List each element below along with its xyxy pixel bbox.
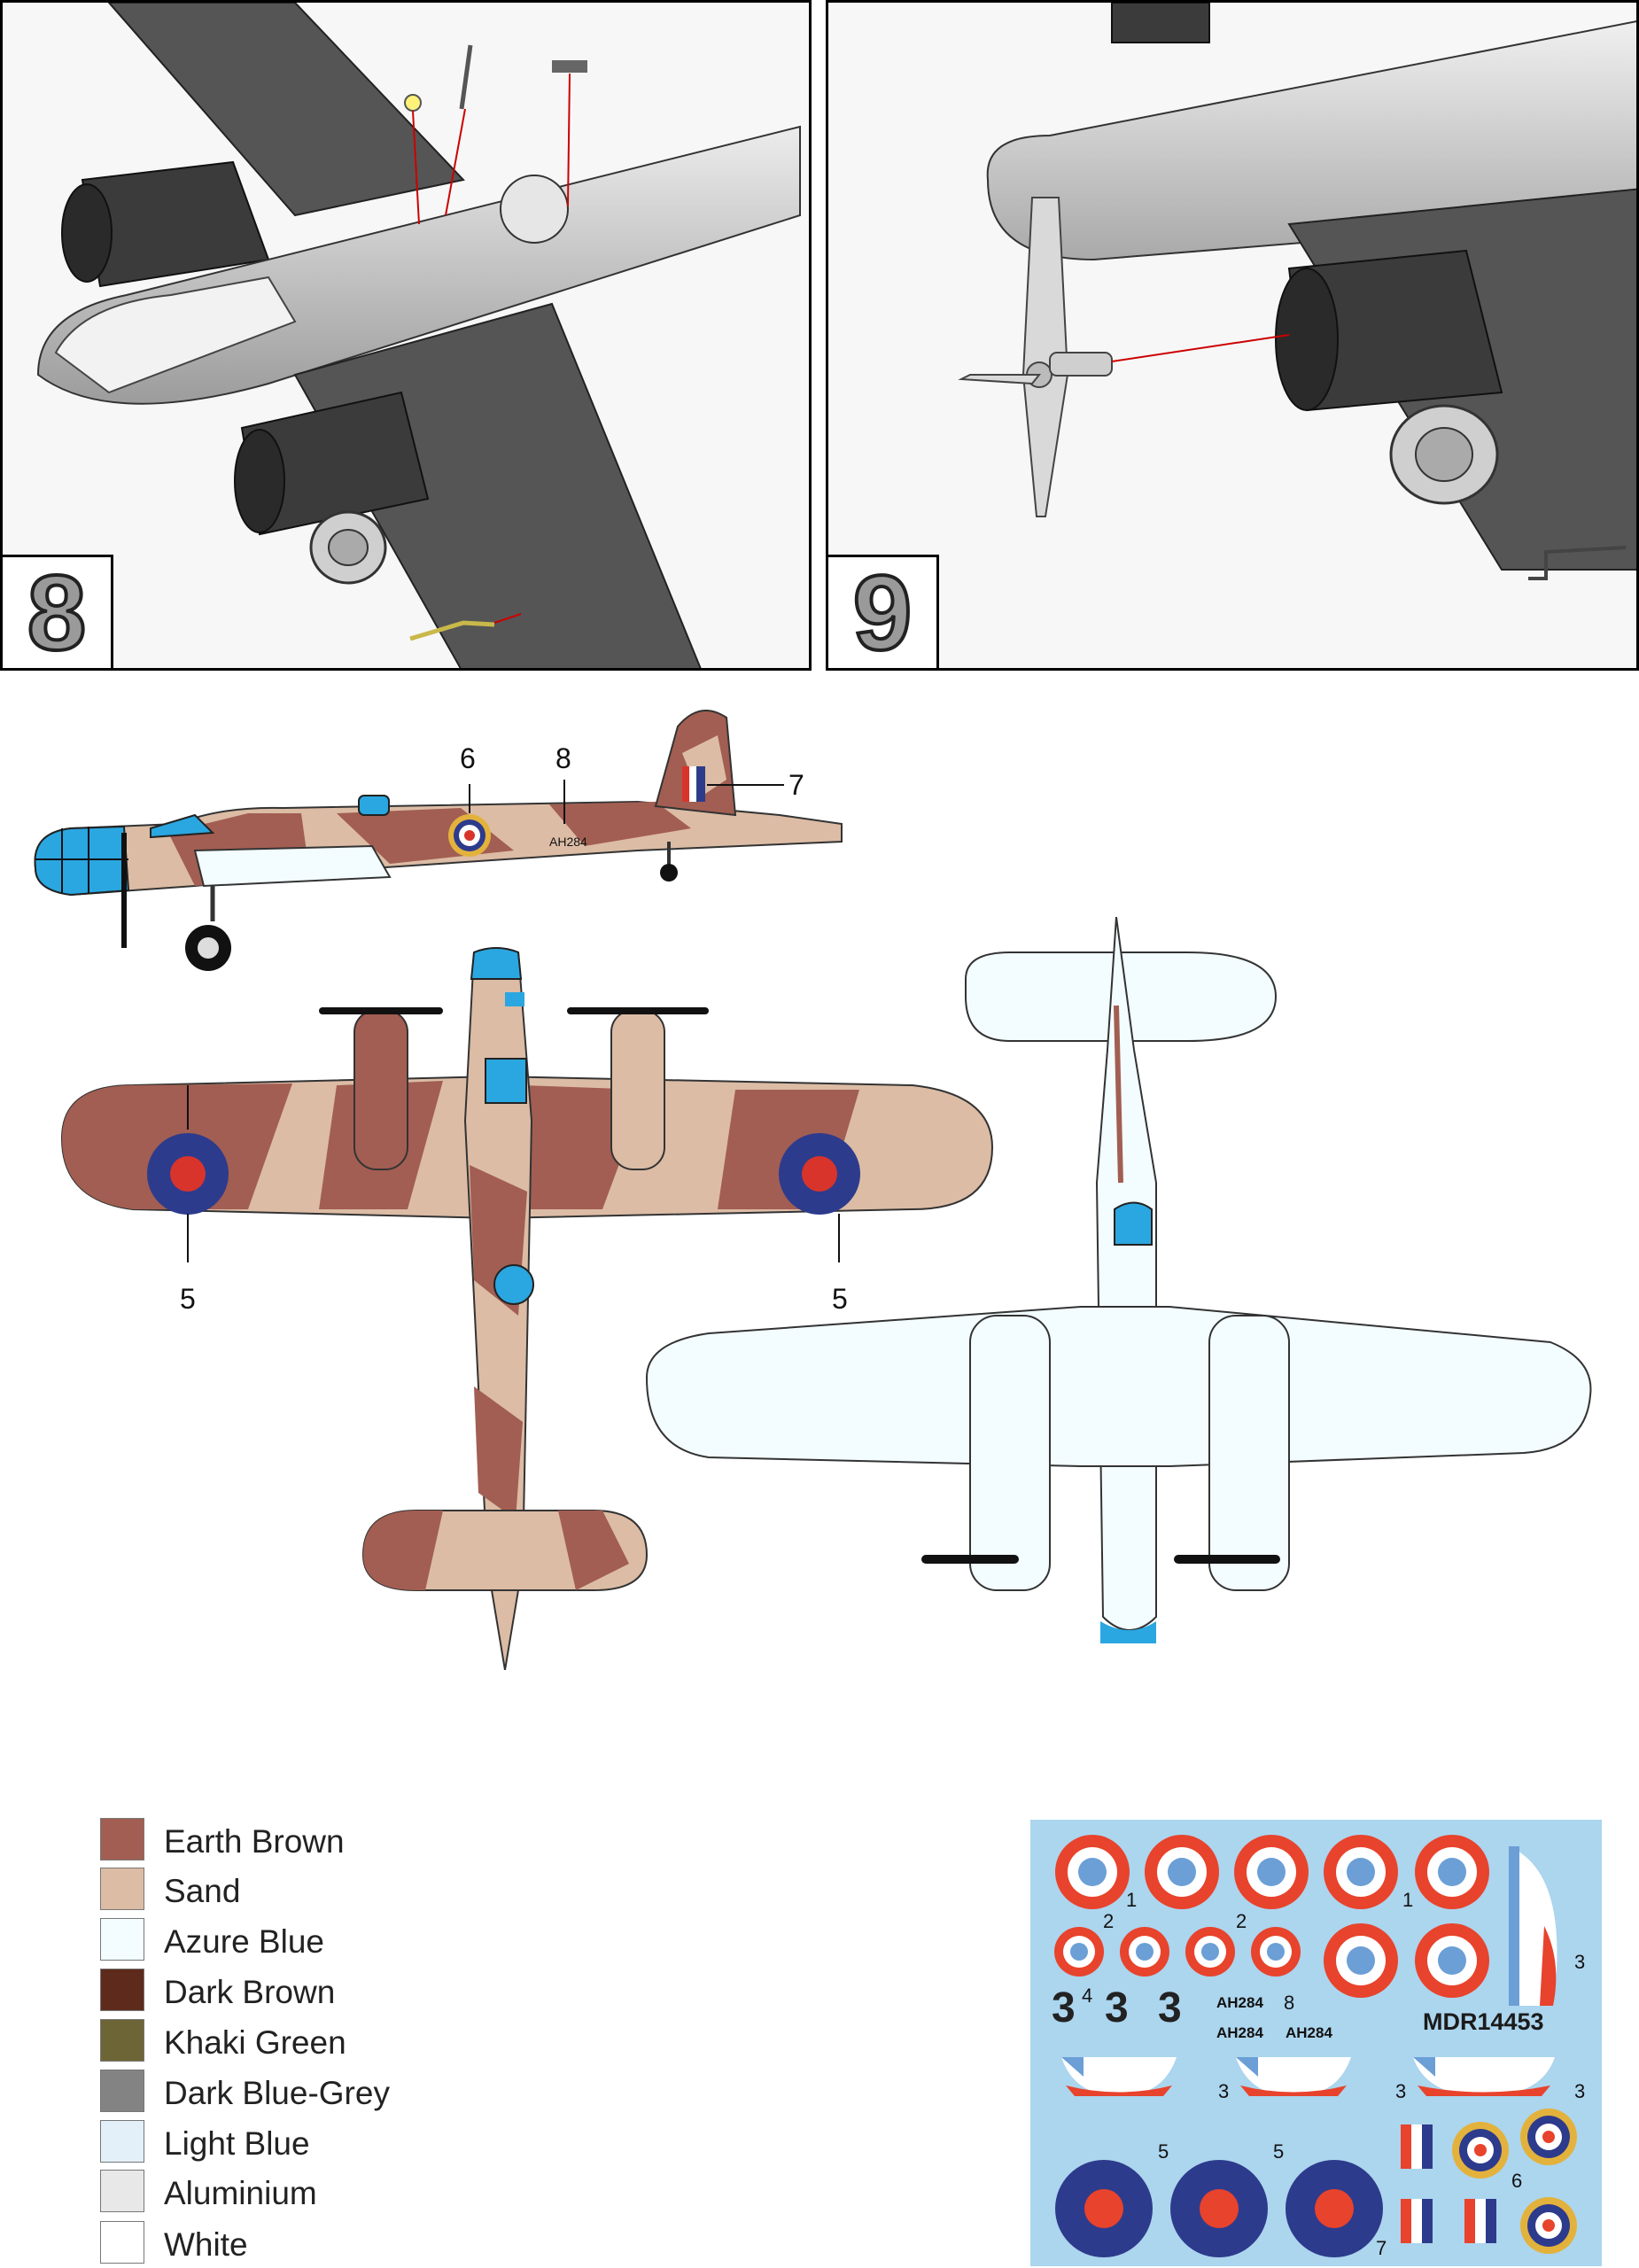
legend-label: Azure Blue	[164, 1923, 324, 1960]
bottom-view	[645, 917, 1592, 1643]
legend-label: White	[164, 2226, 248, 2263]
side-serial: AH284	[549, 835, 587, 849]
step-number-9-text: 9	[851, 553, 914, 671]
decal-num-6: 6	[1511, 2170, 1523, 2192]
side-profile-view: AH284	[34, 710, 843, 971]
legend-row-earth-brown: Earth Brown	[100, 1818, 472, 1860]
callout-side-7: 7	[788, 769, 804, 801]
decal-num-7: 7	[1376, 2237, 1387, 2259]
legend-label: Khaki Green	[164, 2024, 346, 2061]
callout-top-right-5: 5	[832, 1283, 848, 1315]
top-view	[60, 947, 994, 1670]
decal-product-code: MDR14453	[1423, 2008, 1544, 2035]
decal-num-1b: 1	[1402, 1889, 1414, 1911]
decal-artwork	[1054, 1835, 1577, 2257]
swatch-sand	[100, 1868, 144, 1910]
decal-num-3a: 3	[1574, 1951, 1586, 1973]
legend-label: Dark Blue-Grey	[164, 2075, 390, 2111]
swatch-khaki-green	[100, 2019, 144, 2062]
swatch-dark-blue-grey	[100, 2070, 144, 2112]
callout-side-6: 6	[460, 742, 476, 774]
step-9-panel: 9	[826, 0, 1639, 671]
step-number-9: 9	[828, 555, 939, 668]
cockade-row-1	[1055, 1835, 1489, 1909]
step-9-illustration	[828, 3, 1636, 668]
legend-row-azure-blue: Azure Blue	[100, 1918, 472, 1961]
step-8-panel: 8	[0, 0, 812, 671]
step-number-8-text: 8	[26, 553, 89, 671]
decal-num-3c: 3	[1395, 2080, 1407, 2102]
decal-digit-3c: 3	[1158, 1984, 1182, 2031]
swatch-dark-brown	[100, 1969, 144, 2011]
legend-row-dark-blue-grey: Dark Blue-Grey	[100, 2070, 472, 2112]
decal-sheet: 1 1 2 2 3 4 8 3 3 3 5 5 6 7 3 3 3 AH284 …	[1030, 1820, 1602, 2266]
legend-label: Dark Brown	[164, 1974, 336, 2010]
decal-num-1a: 1	[1126, 1889, 1138, 1911]
swatch-earth-brown	[100, 1818, 144, 1860]
legend-label: Aluminium	[164, 2175, 317, 2211]
legend-row-sand: Sand	[100, 1868, 472, 1910]
decal-num-5a: 5	[1158, 2140, 1169, 2163]
decal-num-3b: 3	[1218, 2080, 1230, 2102]
callout-top-left-5: 5	[180, 1283, 196, 1315]
decal-serial-1: AH284	[1216, 1994, 1263, 2011]
swatch-white	[100, 2221, 144, 2264]
swatch-light-blue	[100, 2120, 144, 2163]
swatch-azure-blue	[100, 1918, 144, 1961]
legend-label: Sand	[164, 1873, 241, 1909]
decal-serial-3: AH284	[1286, 2024, 1332, 2041]
swatch-aluminium	[100, 2170, 144, 2212]
decal-num-4: 4	[1082, 1984, 1093, 2007]
legend-row-light-blue: Light Blue	[100, 2120, 472, 2163]
legend-row-white: White	[100, 2221, 472, 2264]
decal-num-5b: 5	[1273, 2140, 1285, 2163]
decal-digit-3b: 3	[1105, 1984, 1129, 2031]
legend-label: Earth Brown	[164, 1823, 345, 1860]
legend-row-dark-brown: Dark Brown	[100, 1969, 472, 2011]
step-8-illustration	[3, 3, 809, 668]
decal-num-2a: 2	[1103, 1910, 1115, 1932]
step-number-8: 8	[3, 555, 113, 668]
decal-num-2b: 2	[1236, 1910, 1247, 1932]
callout-side-8: 8	[555, 742, 571, 774]
legend-label: Light Blue	[164, 2125, 310, 2162]
legend-row-khaki-green: Khaki Green	[100, 2019, 472, 2062]
decal-num-8: 8	[1284, 1992, 1295, 2014]
decal-digit-3a: 3	[1052, 1984, 1076, 2031]
legend-row-aluminium: Aluminium	[100, 2170, 472, 2212]
decal-num-3d: 3	[1574, 2080, 1586, 2102]
decal-serial-2: AH284	[1216, 2024, 1263, 2041]
